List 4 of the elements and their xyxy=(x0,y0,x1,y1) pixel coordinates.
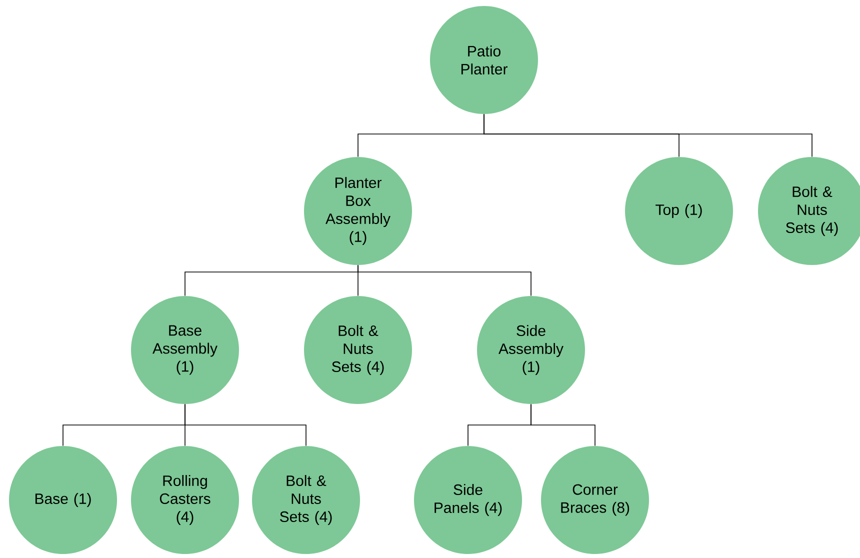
connector-line xyxy=(530,404,596,446)
connector-line xyxy=(358,264,532,296)
connector-line xyxy=(184,404,306,446)
connector-line xyxy=(484,114,812,158)
